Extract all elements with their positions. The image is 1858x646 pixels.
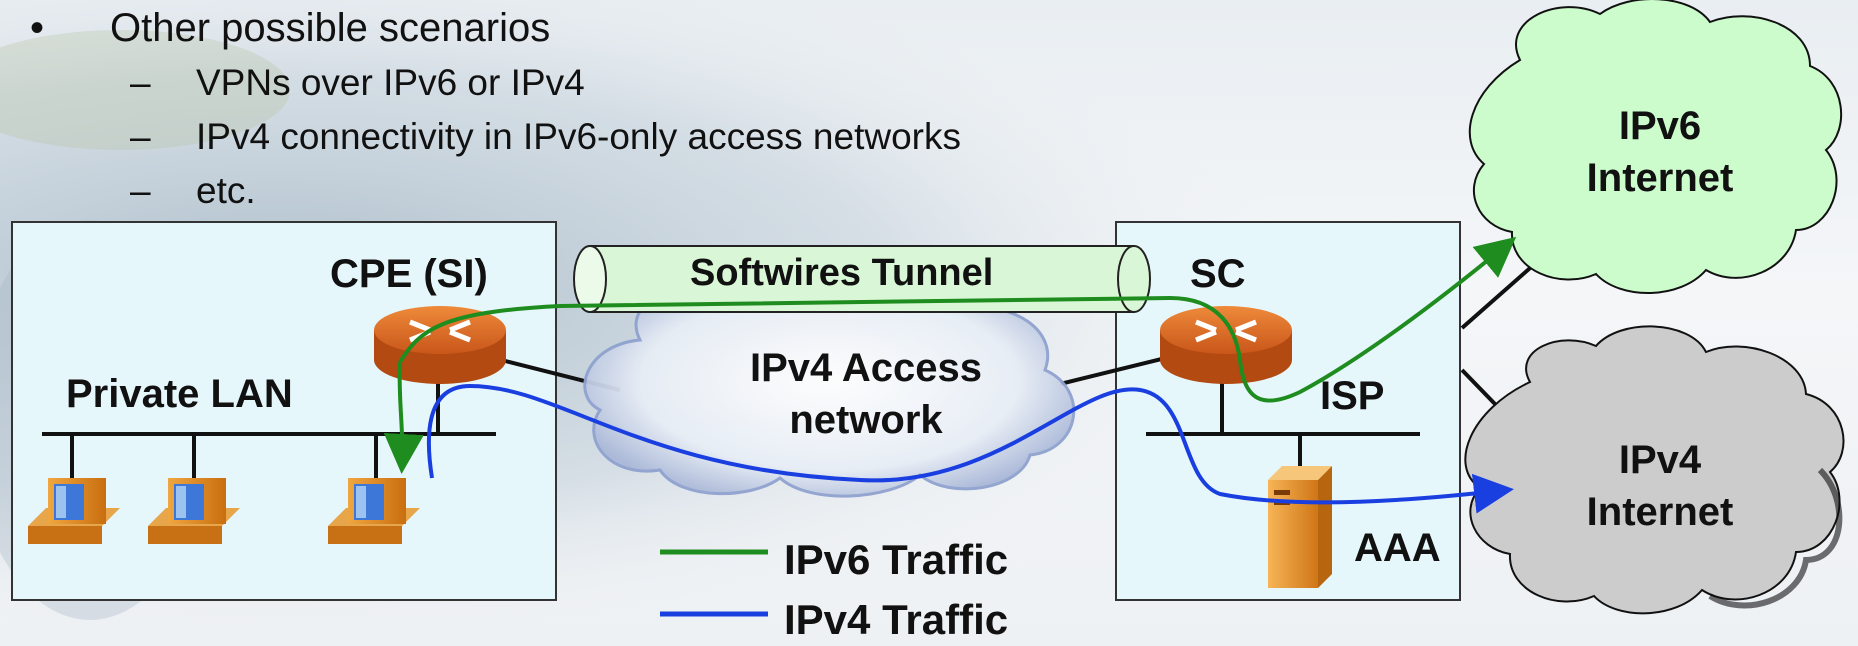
aaa-label: AAA bbox=[1354, 526, 1441, 570]
pc-icon bbox=[148, 478, 240, 544]
ipv4-internet-cloud bbox=[1464, 325, 1845, 615]
ipv6-internet-label-line1: IPv6 bbox=[1618, 104, 1702, 148]
sc-label: SC bbox=[1190, 252, 1246, 296]
access-network-label-line2: network bbox=[789, 398, 943, 442]
bullet-main: • Other possible scenarios bbox=[30, 6, 550, 51]
legend-ipv4-label: IPv4 Traffic bbox=[784, 596, 1009, 643]
access-network-label-line1: IPv4 Access bbox=[749, 346, 983, 390]
ipv4-traffic-path bbox=[426, 383, 1514, 514]
sub-bullet-text: IPv4 connectivity in IPv6-only access ne… bbox=[196, 116, 961, 157]
ipv6-internet-cloud bbox=[1468, 0, 1842, 294]
sub-bullet-text: etc. bbox=[196, 170, 256, 211]
tunnel-label: Softwires Tunnel bbox=[690, 252, 994, 294]
private-lan-label: Private LAN bbox=[66, 372, 293, 416]
dash-marker: – bbox=[130, 116, 151, 157]
cpe-label: CPE (SI) bbox=[330, 252, 488, 296]
pc-icon bbox=[328, 478, 420, 544]
isp-bus bbox=[1146, 380, 1420, 468]
sub-bullet: – VPNs over IPv6 or IPv4 bbox=[130, 62, 585, 104]
ipv6-traffic-path-down bbox=[383, 361, 424, 474]
bullet-marker: • bbox=[30, 6, 45, 50]
bullet-main-text: Other possible scenarios bbox=[110, 6, 551, 50]
customer-site-box bbox=[11, 221, 557, 601]
ipv4-internet-label-line2: Internet bbox=[1586, 490, 1734, 534]
aaa-server-icon bbox=[1268, 466, 1332, 588]
ipv6-internet-label-line2: Internet bbox=[1586, 156, 1734, 200]
dash-marker: – bbox=[130, 170, 151, 211]
sub-bullet: – IPv4 connectivity in IPv6-only access n… bbox=[130, 116, 961, 158]
pc-icon bbox=[28, 478, 120, 544]
sub-bullet: – etc. bbox=[130, 170, 256, 212]
dash-marker: – bbox=[130, 62, 151, 103]
sub-bullet-text: VPNs over IPv6 or IPv4 bbox=[196, 62, 585, 103]
sc-router-icon bbox=[1160, 306, 1292, 384]
ipv6-traffic-path bbox=[398, 236, 1517, 403]
legend-ipv6-label: IPv6 Traffic bbox=[784, 536, 1009, 583]
ipv4-internet-label-line1: IPv4 bbox=[1618, 438, 1702, 482]
isp-label: ISP bbox=[1320, 374, 1385, 418]
cpe-router-icon bbox=[374, 306, 506, 384]
